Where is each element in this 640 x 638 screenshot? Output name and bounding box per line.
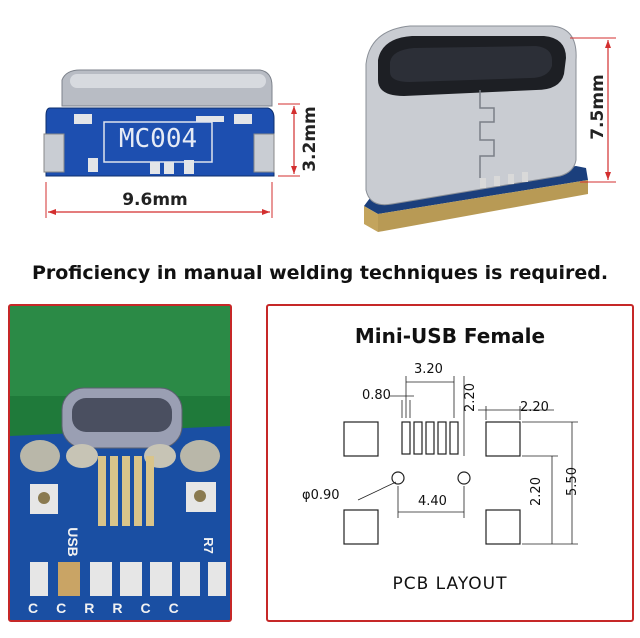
pcb-layout-title: Mini-USB Female [354,324,546,348]
silkscreen-usb: USB [64,527,81,557]
bottom-label: C [56,600,67,616]
top-right-connector-view: 7.5mm [330,0,640,250]
dim-2-20-right: 2.20 [520,400,549,415]
bottom-label: C [168,600,179,616]
signal-pad-3 [425,421,435,455]
pcb-layout-footer: PCB LAYOUT [392,574,508,594]
height-7-5-dimension-label: 7.5mm [588,74,608,140]
bottom-label: R [84,600,95,616]
height-dimension-label: 3.2mm [300,106,320,172]
silkscreen-r7: R7 [200,537,216,554]
locating-hole-left [391,471,405,485]
board-photo-drawing [10,306,230,620]
width-dimension-label: 9.6mm [122,190,188,210]
mount-pad-top-left [343,421,379,457]
silkscreen-bottom-labels: C C R R C C [28,600,228,616]
locating-hole-right [457,471,471,485]
dim-2-20-top: 2.20 [462,383,478,412]
signal-pad-2 [413,421,423,455]
dim-0-80: 0.80 [362,388,391,403]
dim-hole-diameter: φ0.90 [302,488,340,503]
top-left-connector-view: MC004 9.6mm 3.2mm [0,0,330,240]
mount-pad-top-right [485,421,521,457]
connector-angled-drawing [364,25,616,232]
dim-5-50: 5.50 [564,467,580,496]
dim-3-20: 3.20 [414,362,443,377]
part-marking: MC004 [118,124,198,154]
dim-2-20-side: 2.20 [528,477,544,506]
signal-pad-5 [449,421,459,455]
bottom-label: C [28,600,39,616]
pcb-footprint-drawing [343,376,578,545]
connector-front-drawing [43,69,300,218]
welding-caption: Proficiency in manual welding techniques… [31,262,609,284]
signal-pad-4 [437,421,447,455]
mount-pad-bottom-left [343,509,379,545]
pcb-layout-panel: Mini-USB Female [266,304,634,622]
bottom-label: R [112,600,123,616]
signal-pad-1 [401,421,411,455]
dim-4-40: 4.40 [418,494,447,509]
bottom-label: C [140,600,151,616]
soldered-board-photo: USB R7 C C R R C C [8,304,232,622]
mount-pad-bottom-right [485,509,521,545]
